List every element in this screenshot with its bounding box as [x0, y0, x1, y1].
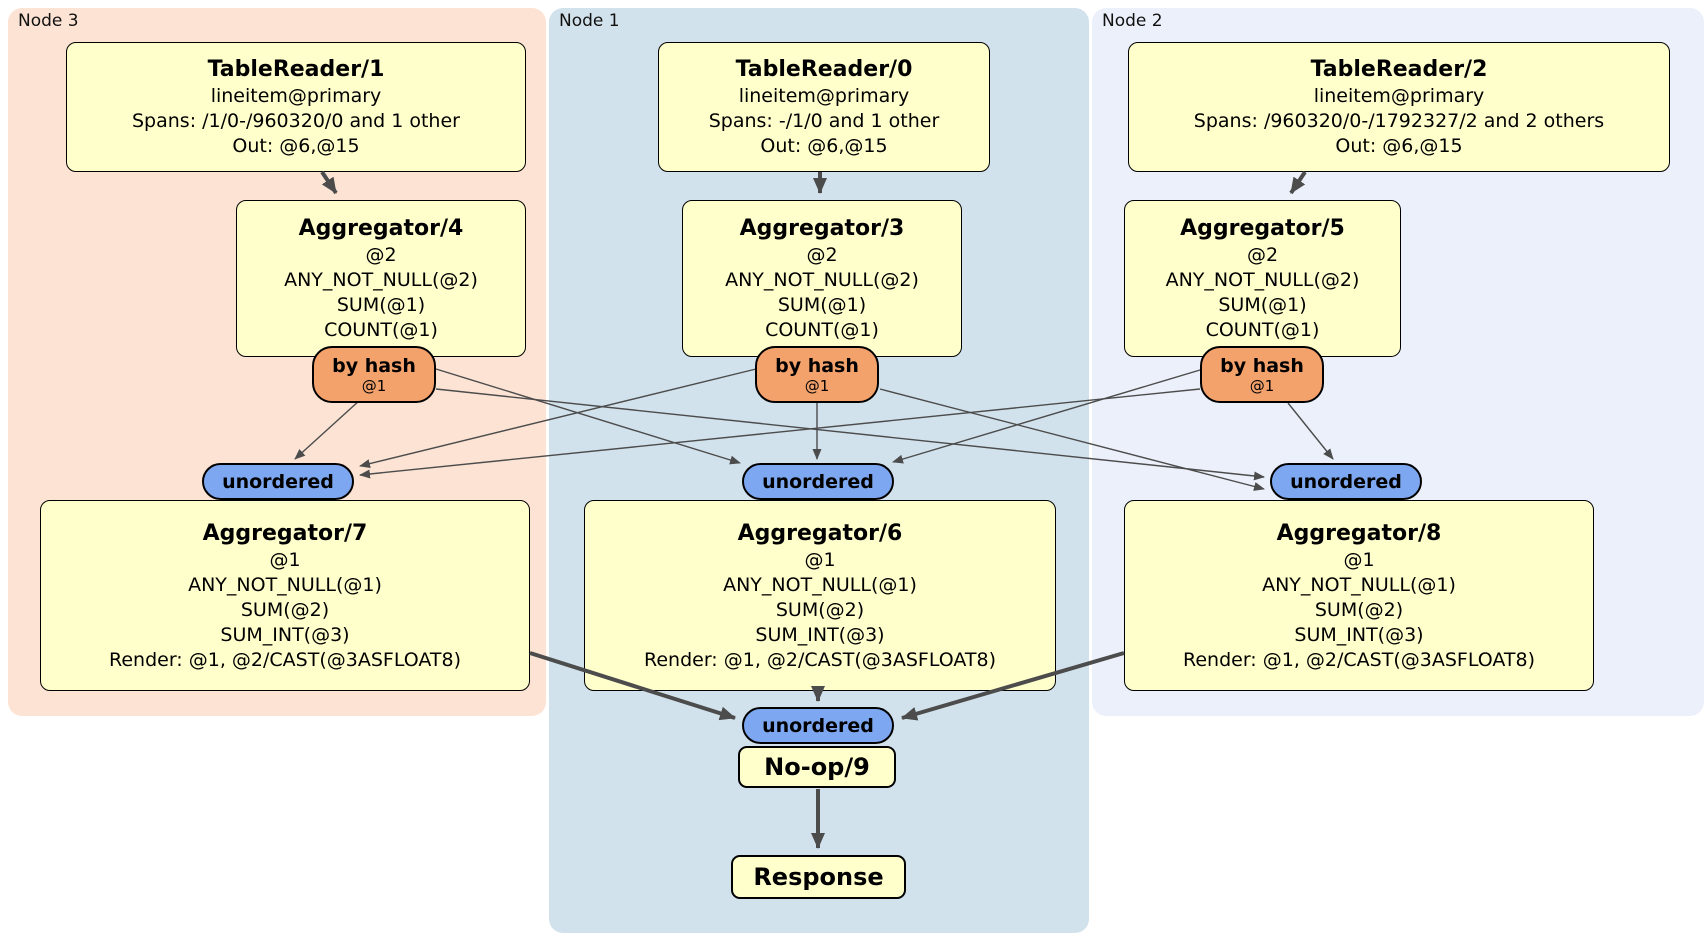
box-line: SUM(@2): [1314, 598, 1404, 621]
box-line: Spans: -/1/0 and 1 other: [708, 110, 940, 132]
stream-label: unordered: [762, 470, 874, 493]
box-line: @1: [1343, 548, 1375, 571]
box-line: lineitem@primary: [1313, 85, 1485, 107]
stream-unordered-node1: unordered: [742, 463, 894, 500]
box-title: Aggregator/5: [1180, 216, 1345, 241]
box-line: Out: @6,@15: [760, 135, 888, 157]
stream-unordered-final: unordered: [742, 707, 894, 744]
box-title: Aggregator/4: [298, 216, 464, 241]
box-aggregator-3: Aggregator/3 @2 ANY_NOT_NULL(@2) SUM(@1)…: [682, 200, 962, 357]
box-line: SUM_INT(@3): [220, 623, 350, 646]
stream-label: unordered: [762, 714, 874, 737]
box-line: Render: @1, @2/CAST(@3ASFLOAT8): [1183, 648, 1535, 671]
box-line: @1: [269, 548, 301, 571]
box-line: Spans: /960320/0-/1792327/2 and 2 others: [1193, 110, 1605, 132]
router-key: @1: [804, 376, 830, 395]
box-tablereader-1: TableReader/1 lineitem@primary Spans: /1…: [66, 42, 526, 172]
router-key: @1: [361, 376, 387, 395]
box-line: COUNT(@1): [765, 319, 879, 341]
box-line: Spans: /1/0-/960320/0 and 1 other: [132, 110, 460, 132]
box-line: @2: [1246, 244, 1279, 266]
box-line: SUM(@1): [1218, 294, 1307, 316]
router-by-hash-node2: by hash @1: [1200, 346, 1324, 403]
box-line: @2: [806, 244, 838, 266]
box-title: TableReader/1: [207, 57, 385, 82]
router-by-hash-node1: by hash @1: [755, 346, 879, 403]
box-line: @2: [365, 244, 397, 266]
box-title: TableReader/0: [735, 57, 913, 82]
box-aggregator-4: Aggregator/4 @2 ANY_NOT_NULL(@2) SUM(@1)…: [236, 200, 526, 357]
box-line: ANY_NOT_NULL(@1): [1262, 573, 1456, 596]
box-line: ANY_NOT_NULL(@2): [284, 269, 478, 291]
router-label: by hash: [332, 354, 416, 377]
box-aggregator-5: Aggregator/5 @2 ANY_NOT_NULL(@2) SUM(@1)…: [1124, 200, 1401, 357]
group-label-node-1: Node 1: [559, 11, 620, 31]
box-title: Aggregator/8: [1276, 520, 1442, 546]
box-aggregator-6: Aggregator/6 @1 ANY_NOT_NULL(@1) SUM(@2)…: [584, 500, 1056, 691]
box-line: Render: @1, @2/CAST(@3ASFLOAT8): [644, 648, 996, 671]
box-tablereader-0: TableReader/0 lineitem@primary Spans: -/…: [658, 42, 990, 172]
box-line: SUM_INT(@3): [755, 623, 885, 646]
box-line: @1: [804, 548, 836, 571]
box-line: ANY_NOT_NULL(@1): [723, 573, 917, 596]
router-key: @1: [1249, 376, 1275, 395]
box-noop-9: No-op/9: [738, 746, 896, 788]
group-label-node-3: Node 3: [18, 11, 79, 31]
box-title: Aggregator/7: [202, 520, 368, 546]
box-title: Response: [753, 863, 884, 891]
box-line: Out: @6,@15: [1335, 135, 1463, 157]
router-by-hash-node3: by hash @1: [312, 346, 436, 403]
box-line: ANY_NOT_NULL(@2): [725, 269, 919, 291]
box-line: Out: @6,@15: [232, 135, 360, 157]
box-line: ANY_NOT_NULL(@1): [188, 573, 382, 596]
box-line: SUM_INT(@3): [1294, 623, 1424, 646]
stream-unordered-node2: unordered: [1270, 463, 1422, 500]
box-line: SUM(@1): [777, 294, 867, 316]
box-line: SUM(@2): [775, 598, 865, 621]
box-response: Response: [731, 855, 906, 899]
stream-label: unordered: [1290, 470, 1402, 493]
box-title: Aggregator/6: [737, 520, 903, 546]
box-title: Aggregator/3: [739, 216, 905, 241]
box-line: Render: @1, @2/CAST(@3ASFLOAT8): [109, 648, 461, 671]
box-title: TableReader/2: [1310, 57, 1488, 82]
router-label: by hash: [1220, 354, 1304, 377]
stream-unordered-node3: unordered: [202, 463, 354, 500]
box-line: SUM(@1): [336, 294, 426, 316]
box-aggregator-8: Aggregator/8 @1 ANY_NOT_NULL(@1) SUM(@2)…: [1124, 500, 1594, 691]
box-tablereader-2: TableReader/2 lineitem@primary Spans: /9…: [1128, 42, 1670, 172]
box-line: lineitem@primary: [738, 85, 910, 107]
box-aggregator-7: Aggregator/7 @1 ANY_NOT_NULL(@1) SUM(@2)…: [40, 500, 530, 691]
box-line: SUM(@2): [240, 598, 330, 621]
group-label-node-2: Node 2: [1102, 11, 1163, 31]
box-line: ANY_NOT_NULL(@2): [1165, 269, 1360, 291]
router-label: by hash: [775, 354, 859, 377]
stream-label: unordered: [222, 470, 334, 493]
box-line: COUNT(@1): [1205, 319, 1320, 341]
box-line: COUNT(@1): [324, 319, 438, 341]
box-line: lineitem@primary: [210, 85, 382, 107]
box-title: No-op/9: [764, 753, 870, 781]
